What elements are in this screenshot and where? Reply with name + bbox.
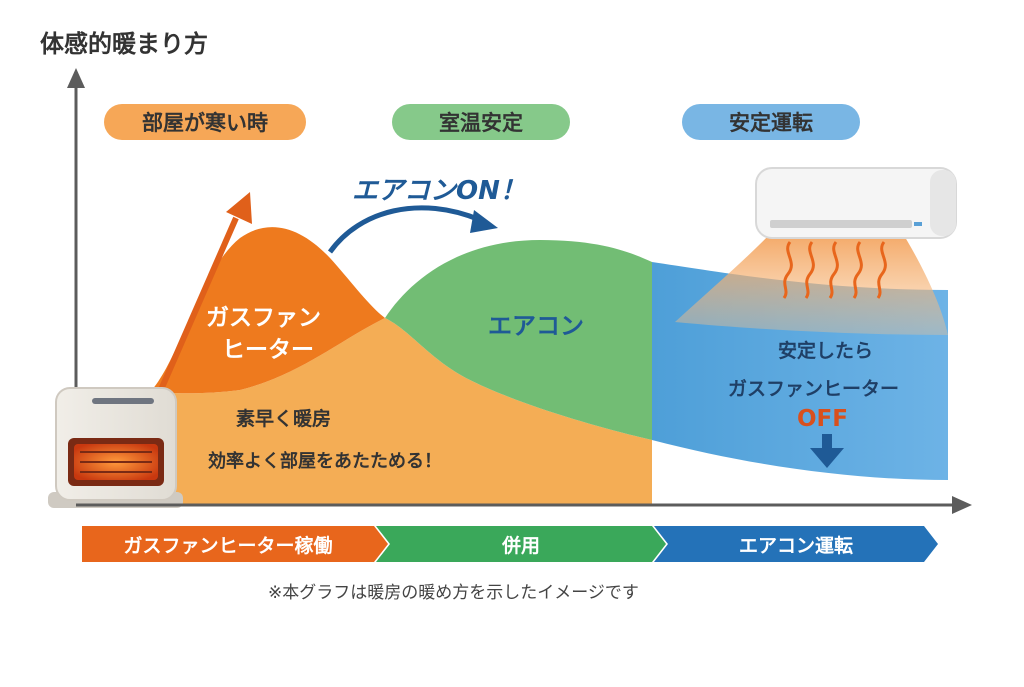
efficient-heat-label: 効率よく部屋をあたためる！ [208,451,442,472]
stage-cold-pill: 部屋が寒い時 [104,104,306,140]
aircon-area [385,240,652,440]
fast-heat-label: 素早く暖房 [236,408,332,430]
aircon-on-label: エアコンON！ [352,176,526,206]
stage-stable-pill: 室温安定 [392,104,570,140]
stable-then-label: 安定したら [778,340,874,362]
heater-area [150,227,385,394]
phase-bar-both [376,526,666,562]
phase-bar-heater [82,526,388,562]
phase-label-heater: ガスファンヒーター稼働 [123,534,333,557]
x-axis-arrow [952,496,972,514]
phase-label-aircon: エアコン運転 [738,534,853,557]
aircon-label: エアコン [488,312,584,340]
aircon-on-arrow-head [470,210,498,233]
footnote: ※本グラフは暖房の暖め方を示したイメージです [268,583,639,603]
heater-label-line1: ガスファン [206,305,321,331]
warm-air-flow [675,232,948,335]
heater-label-line2: ヒーター [222,337,314,363]
air-conditioner-icon [755,167,957,239]
diagram-title: 体感的暖まり方 [40,30,208,58]
rising-arrow-head [226,192,252,224]
phase-bar-aircon [654,526,938,562]
y-axis-arrow [67,68,85,88]
stage-steady-pill: 安定運転 [682,104,860,140]
aircon-on-arrow [327,205,481,254]
rising-arrow [157,216,239,394]
phase-label-both: 併用 [501,534,540,557]
off-down-arrow-icon [810,434,844,468]
efficient-heating-area [150,318,652,505]
warm-air-waves [782,241,887,299]
gas-fan-heater-icon [48,387,183,508]
heater-off-name-label: ガスファンヒーター [728,378,900,400]
off-label: OFF [797,406,848,432]
